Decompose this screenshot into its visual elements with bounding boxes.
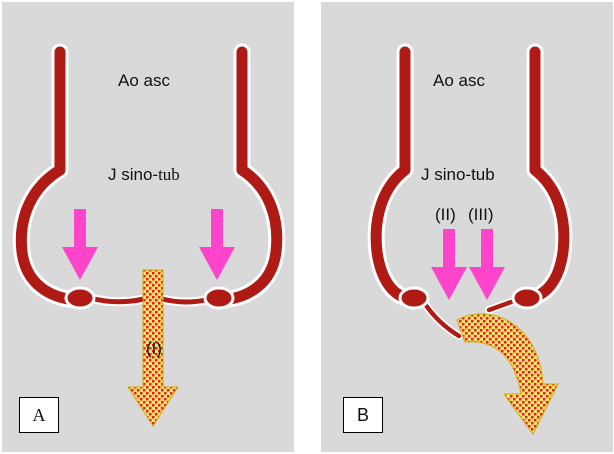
panel-b-diagram xyxy=(367,43,573,435)
panel-letter-a: A xyxy=(19,397,59,433)
commissure-node-left xyxy=(64,286,96,310)
pink-arrow-iii xyxy=(469,229,505,300)
label-sinotubular-junction: J sino-tub xyxy=(108,165,180,184)
pink-arrow-ii xyxy=(431,229,467,300)
valve-leaflet-left-prolapse xyxy=(421,300,463,340)
label-sinotubular-junction: J sino-tub xyxy=(421,165,495,184)
commissure-node-left xyxy=(398,286,430,310)
valve-leaflet-right xyxy=(157,294,215,307)
valve-leaflet-left xyxy=(85,293,149,307)
pink-arrow-left xyxy=(62,209,98,280)
aortic-wall-left xyxy=(367,43,416,307)
commissure-node-right xyxy=(511,286,543,310)
label-flow-i: (I) xyxy=(146,339,163,358)
pink-arrow-right xyxy=(199,209,235,280)
aortic-wall-right xyxy=(213,43,286,309)
label-arrow-iii: (III) xyxy=(468,205,494,224)
valve-leaflet-right-fragment xyxy=(485,298,515,314)
label-arrow-ii: (II) xyxy=(435,205,456,224)
panel-a-diagram xyxy=(12,43,286,427)
flow-arrow-i xyxy=(127,269,179,427)
aortic-wall-right xyxy=(522,43,573,307)
label-ao-asc: Ao asc xyxy=(433,71,485,90)
panel-a: Ao asc J sino-tub (I) A xyxy=(2,2,294,452)
commissure-node-right xyxy=(203,286,235,310)
panel-b: Ao asc J sino-tub (II) (III) B xyxy=(321,2,613,452)
flow-arrow-curved xyxy=(456,313,559,435)
aortic-wall-left xyxy=(12,43,85,309)
label-ao-asc: Ao asc xyxy=(118,71,170,90)
panel-letter-b: B xyxy=(343,397,383,433)
